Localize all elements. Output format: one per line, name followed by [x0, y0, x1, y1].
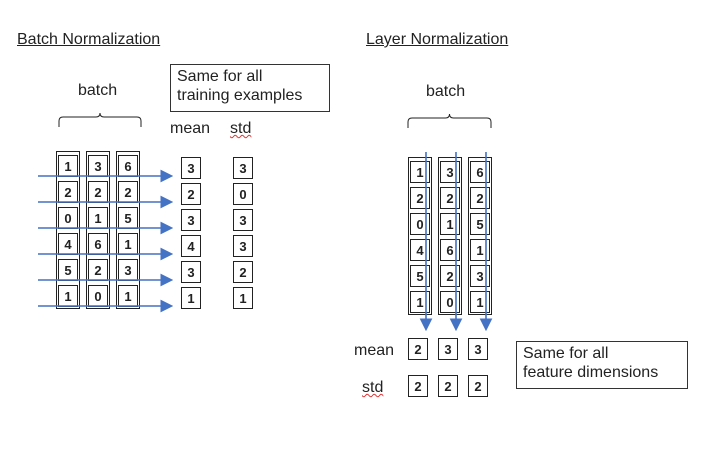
- batch-norm-note-line2: training examples: [177, 87, 303, 104]
- ln-cell: 2: [440, 187, 460, 209]
- bn-std-cell: 0: [233, 183, 253, 205]
- layer-norm-note-line1: Same for all: [523, 345, 609, 362]
- batch-norm-note: Same for all training examples: [170, 64, 330, 112]
- bn-std-cell: 1: [233, 287, 253, 309]
- ln-cell: 1: [410, 291, 430, 313]
- ln-cell: 0: [440, 291, 460, 313]
- ln-mean-cell: 3: [438, 338, 458, 360]
- ln-cell: 1: [470, 239, 490, 261]
- ln-std-cell: 2: [408, 375, 428, 397]
- ln-cell: 1: [410, 161, 430, 183]
- batch-norm-mean-label: mean: [170, 120, 211, 137]
- ln-cell: 1: [440, 213, 460, 235]
- batch-norm-std-label: std: [230, 120, 252, 137]
- ln-cell: 5: [410, 265, 430, 287]
- layer-norm-std-label: std: [362, 379, 384, 396]
- ln-cell: 5: [470, 213, 490, 235]
- ln-column-frame-2: [468, 157, 492, 315]
- ln-cell: 6: [470, 161, 490, 183]
- bn-mean-cell: 3: [181, 261, 201, 283]
- ln-cell: 3: [440, 161, 460, 183]
- ln-cell: 1: [470, 291, 490, 313]
- ln-cell: 4: [410, 239, 430, 261]
- bn-mean-cell: 2: [181, 183, 201, 205]
- layer-norm-note: Same for all feature dimensions: [516, 341, 688, 389]
- layer-norm-mean-label: mean: [354, 342, 395, 359]
- ln-cell: 2: [440, 265, 460, 287]
- batch-norm-batch-label: batch: [78, 82, 118, 99]
- bn-mean-cell: 4: [181, 235, 201, 257]
- ln-cell: 6: [440, 239, 460, 261]
- bn-mean-cell: 1: [181, 287, 201, 309]
- bn-mean-cell: 3: [181, 157, 201, 179]
- bn-std-cell: 3: [233, 235, 253, 257]
- ln-cell: 3: [470, 265, 490, 287]
- bn-std-cell: 3: [233, 157, 253, 179]
- layer-norm-note-line2: feature dimensions: [523, 364, 659, 381]
- ln-batch-brace: [407, 113, 492, 128]
- bn-column-frame-0: [56, 151, 80, 309]
- ln-mean-cell: 3: [468, 338, 488, 360]
- bn-column-frame-2: [116, 151, 140, 309]
- bn-mean-cell: 3: [181, 209, 201, 231]
- bn-std-cell: 3: [233, 209, 253, 231]
- batch-norm-title: Batch Normalization: [17, 31, 161, 48]
- ln-std-cell: 2: [438, 375, 458, 397]
- ln-std-cell: 2: [468, 375, 488, 397]
- ln-column-frame-0: [408, 157, 432, 315]
- layer-norm-batch-label: batch: [426, 83, 466, 100]
- bn-std-cell: 2: [233, 261, 253, 283]
- ln-cell: 2: [470, 187, 490, 209]
- ln-mean-cell: 2: [408, 338, 428, 360]
- ln-column-frame-1: [438, 157, 462, 315]
- layer-norm-title: Layer Normalization: [366, 31, 509, 48]
- ln-cell: 0: [410, 213, 430, 235]
- ln-cell: 2: [410, 187, 430, 209]
- bn-column-frame-1: [86, 151, 110, 309]
- batch-norm-note-line1: Same for all: [177, 68, 263, 85]
- bn-batch-brace: [58, 112, 142, 127]
